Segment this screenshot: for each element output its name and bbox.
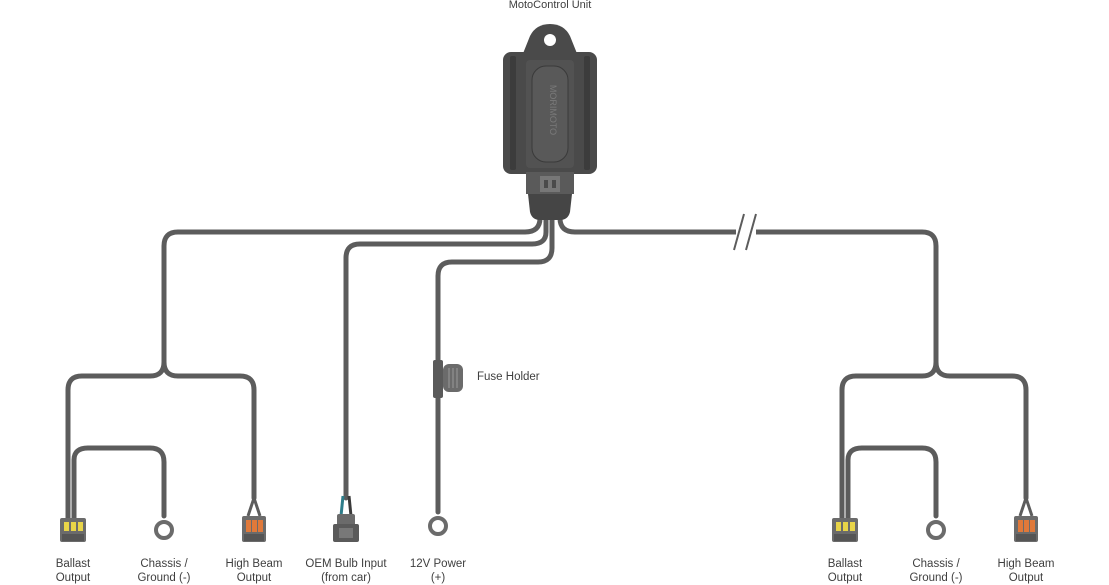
right-highbeam-label-line2: Output [1008, 572, 1044, 584]
left-highbeam-label-line2: Output [236, 572, 272, 584]
left-ballast-label: Ballast Output [33, 557, 113, 585]
left-highbeam-label: High Beam Output [209, 557, 299, 585]
right-ballast-label: Ballast Output [805, 557, 885, 585]
12v-power-label-line2: (+) [430, 572, 446, 584]
fuse-holder-label: Fuse Holder [477, 371, 540, 383]
oem-wire-tails [339, 495, 353, 517]
highbeam-twist-wires [246, 497, 1034, 517]
right-ground-label-line2: Ground (-) [909, 572, 963, 584]
wire-right-highbeam-branch [933, 359, 1029, 501]
right-ground-label-line1: Chassis / [912, 558, 960, 570]
left-highbeam-label-line1: High Beam [225, 558, 283, 570]
oem-bulb-connector-icon [333, 514, 359, 542]
ring-terminal-icon [154, 516, 946, 540]
break-mark-icon [733, 213, 757, 251]
wire-left-ballast-branch [65, 359, 167, 523]
unit-label: MotoControl Unit [508, 0, 592, 11]
fuse-holder-icon [433, 360, 463, 398]
left-ballast-label-line2: Output [55, 572, 91, 584]
wire-left-trunk [161, 215, 543, 365]
wire-left-ground [71, 445, 167, 523]
left-ground-label-line1: Chassis / [140, 558, 188, 570]
oem-bulb-input-label: OEM Bulb Input (from car) [291, 557, 401, 585]
wire-12v-power [435, 215, 555, 363]
12v-power-label-line1: 12V Power [409, 558, 467, 570]
oem-bulb-input-label-line1: OEM Bulb Input [305, 558, 387, 570]
ballast-connector-icon [60, 518, 86, 542]
wire-oem-input [343, 215, 549, 501]
right-highbeam-label-line1: High Beam [997, 558, 1055, 570]
wire-right-ground [845, 445, 939, 523]
highbeam-connector-icon [242, 516, 266, 542]
right-ballast-label-line2: Output [827, 572, 863, 584]
left-ground-label: Chassis / Ground (-) [119, 557, 209, 585]
wire-right-trunk [557, 215, 939, 365]
right-ballast-label-line1: Ballast [827, 558, 863, 570]
highbeam-connector-icon [1014, 516, 1038, 542]
12v-power-label: 12V Power (+) [398, 557, 478, 585]
wire-right-ballast-branch [839, 359, 939, 523]
ballast-connector-icon [832, 518, 858, 542]
motocontrol-unit-icon: MORIMOTO [503, 24, 597, 220]
unit-brand-text: MORIMOTO [548, 85, 558, 135]
oem-bulb-input-label-line2: (from car) [321, 572, 371, 584]
wires [65, 215, 1029, 523]
left-ground-label-line2: Ground (-) [137, 572, 191, 584]
left-ballast-label-line1: Ballast [55, 558, 91, 570]
wire-left-highbeam-branch [161, 359, 257, 501]
right-highbeam-label: High Beam Output [981, 557, 1071, 585]
right-ground-label: Chassis / Ground (-) [891, 557, 981, 585]
